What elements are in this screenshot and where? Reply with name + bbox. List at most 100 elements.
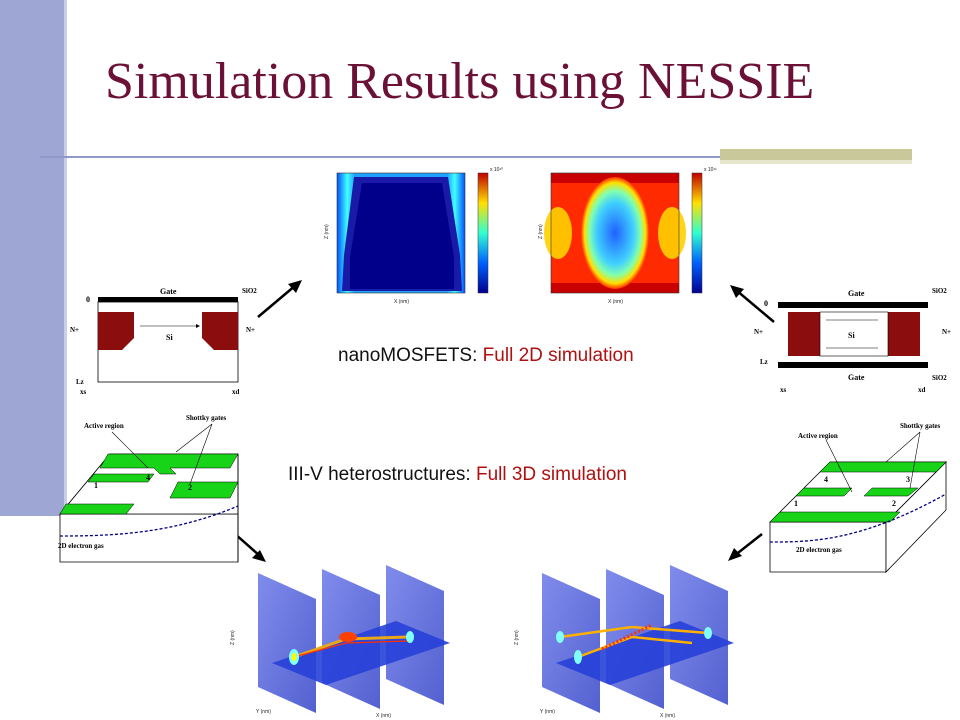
p3-2-peak-c [704,627,712,639]
hr-gate-3-label: 3 [906,475,910,484]
dg-top-gate-electrode [778,302,928,308]
plot-2-channel-region [581,177,649,289]
plot-2-left-lobe [544,207,572,259]
sg-oxide-label: SiO2 [242,287,257,295]
hr-active-region-leader [825,439,853,493]
plot-1-xlabel: X (nm) [394,299,409,305]
dg-gate-bottom-label: Gate [848,373,865,382]
hr-shottky-leader-b [909,431,921,489]
caption-heterostructures-prefix: III-V heterostructures: [288,464,476,485]
caption-nanomosfets-highlight: Full 2D simulation [482,345,634,366]
plot-1-colorbar [477,172,489,294]
dg-source-label: N+ [754,328,763,336]
dg-source-contact [788,312,820,356]
sg-channel-label: Si [166,333,173,342]
hl-gate-4-label: 4 [146,473,150,482]
dg-xd-label: xd [918,386,926,394]
slide-title: Simulation Results using NESSIE [105,53,815,110]
hr-gate-3 [819,461,947,473]
plot-2-frame [550,172,680,294]
plot-1-colorbar-exponent: x 10¹⁰ [490,167,503,173]
p3-1-zlabel: Z (nm) [230,630,236,645]
dg-xs-label: xs [780,386,787,394]
title-underline-accent-shadow [720,160,912,164]
hl-gate-2-label: 2 [188,483,192,492]
hl-shottky-leader-a [175,423,213,453]
dg-depth-label: Lz [760,358,768,366]
dg-drain-contact [888,312,920,356]
heterostructure-diagram-right: Active region Shottky gates 1 2 3 4 2D e… [769,422,947,573]
dg-bottom-gate-electrode [778,362,928,368]
heterostructure-diagram-left: Active region Shottky gates 1 2 4 2D ele… [58,414,239,563]
p3-2-ylabel: Y (nm) [540,709,555,715]
arrow-up-left-right [730,285,775,323]
p3-2-density-path-lower [577,635,693,659]
sg-zero-label: 0 [86,295,90,304]
hr-active-region-label: Active region [798,432,838,440]
hr-gate-1 [769,511,901,523]
p3-1-ylabel: Y (nm) [256,709,271,715]
p3-2-peak-a [556,631,564,643]
caption-heterostructures: III-V heterostructures: Full 3D simulati… [288,464,627,486]
sidebar-edge [64,0,67,516]
sg-gate-electrode [98,297,238,302]
plot-2-right-lobe [658,207,686,259]
arrow-down-left-right [728,533,763,561]
p3-1-peak-right [406,631,414,643]
hr-gate-2-label: 2 [892,499,896,508]
sg-gate-label: Gate [160,287,177,296]
hl-shottky-label: Shottky gates [186,414,227,422]
plot-2-ylabel: Z (nm) [538,224,544,239]
caption-nanomosfets: nanoMOSFETS: Full 2D simulation [338,345,634,367]
p3-1-density-core [293,640,409,658]
sg-drain-contact [202,312,238,350]
double-gate-mosfet-diagram: Gate Gate SiO2 SiO2 0 N+ N+ Si Lz xs xd [754,287,951,394]
plot-1-core [350,183,454,289]
hetero-3d-plot-1: Z (nm) Y (nm) X (nm) [230,565,450,719]
p3-2-zlabel: Z (nm) [514,630,520,645]
hr-gate-1-label: 1 [794,499,798,508]
title-underline [40,156,912,158]
hl-active-region-leader [111,431,149,469]
p3-2-density-path-upper [559,625,709,639]
p3-1-slab-left [258,573,316,713]
dg-oxide-top-label: SiO2 [932,287,947,295]
sg-current-arrowhead [196,324,200,328]
plot-2-colorbar-exponent: x 10¹¹ [704,167,717,173]
p3-1-peak-left-core [291,653,297,661]
hl-block-front [59,513,239,563]
hr-electron-gas-label: 2D electron gas [796,546,842,554]
sg-xs-label: xs [80,388,87,396]
hl-gate-4 [87,473,155,483]
p3-2-peak-b [574,650,582,664]
p3-2-xlabel: X (nm) [660,713,675,719]
sg-xd-label: xd [232,388,240,396]
plot-1-ylabel: Z (nm) [324,224,330,239]
hr-gate-4-label: 4 [824,475,828,484]
hr-shottky-label: Shottky gates [900,422,941,430]
sg-depth-label: Lz [76,378,84,386]
hetero-3d-plot-2: Z (nm) Y (nm) X (nm) [514,565,734,719]
hl-active-region-label: Active region [84,422,124,430]
caption-nanomosfets-prefix: nanoMOSFETS: [338,345,483,366]
dg-oxide-bottom-label: SiO2 [932,374,947,382]
p3-2-horizontal-slab [556,621,734,685]
dg-drain-label: N+ [942,328,951,336]
plot-2-colorbar [691,172,703,294]
hl-electron-gas-label: 2D electron gas [58,542,104,550]
mosfet-density-plot-2: x 10¹¹ X (nm) Z (nm) [538,167,717,305]
hl-gate-top [99,453,239,475]
hr-electron-gas-line [769,493,947,543]
dg-channel [819,311,889,357]
p3-1-peak-center [339,632,357,642]
hr-shottky-leader-a [885,431,921,463]
dg-gate-top-label: Gate [848,289,865,298]
plot-1-frame [336,172,466,294]
sg-drain-label: N+ [246,326,255,334]
p3-1-xlabel: X (nm) [376,713,391,719]
hl-gate-1-label: 1 [94,481,98,490]
mosfet-density-plot-1: x 10¹⁰ X (nm) Z (nm) [324,167,503,305]
single-gate-mosfet-diagram: Gate SiO2 0 N+ N+ Si Lz xs xd [70,287,257,396]
hl-shottky-leader-b [189,423,213,485]
p3-2-slab-left [542,573,600,713]
